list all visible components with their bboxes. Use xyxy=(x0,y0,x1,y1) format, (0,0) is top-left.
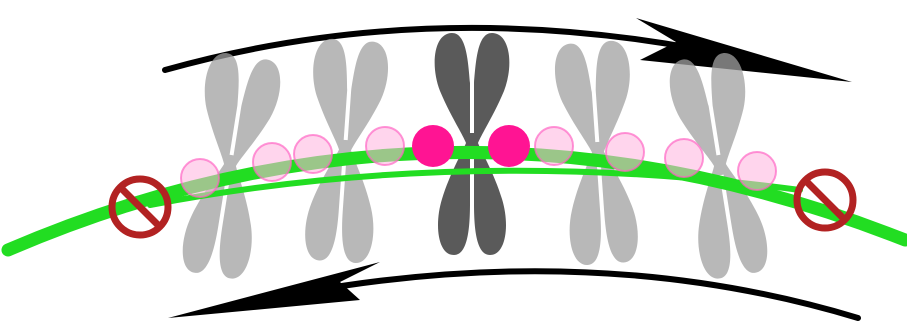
stop-sign-right xyxy=(793,168,857,232)
no-entry-icon xyxy=(793,168,857,232)
active-motors xyxy=(412,125,530,167)
arrow-top xyxy=(162,18,852,82)
motor-left xyxy=(412,125,454,167)
motor-right xyxy=(488,125,530,167)
ghost-motors xyxy=(180,126,777,198)
arrow-bottom xyxy=(168,262,861,321)
no-entry-icon xyxy=(108,175,172,239)
stop-sign-left xyxy=(108,175,172,239)
